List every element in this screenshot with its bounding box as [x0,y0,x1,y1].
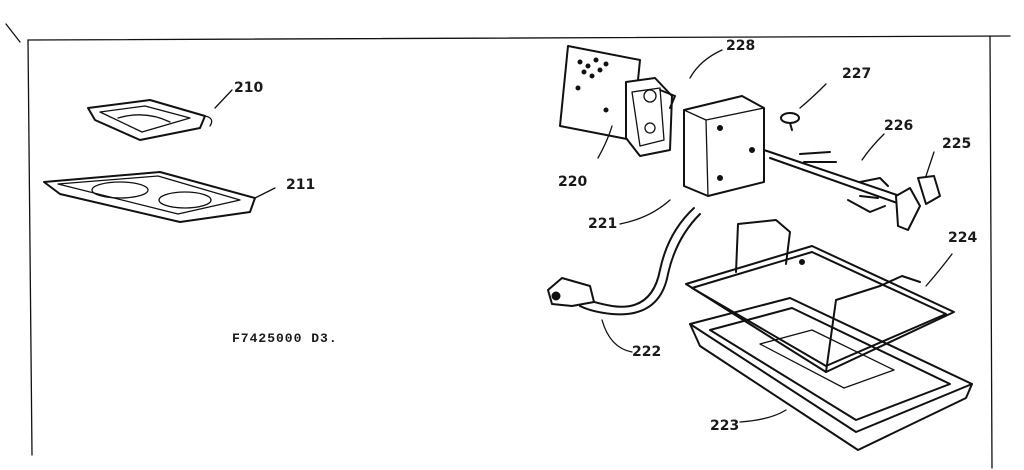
part-226-spit [763,149,901,213]
part-223-pan [689,297,973,451]
label-220: 220 [558,174,587,190]
label-210: 210 [234,80,263,96]
model-code: F7425000 D3. [232,331,338,346]
label-225: 225 [942,136,971,152]
part-228-mount [625,77,676,157]
part-225-handle [895,175,941,231]
label-221: 221 [588,216,617,232]
leader-lines [597,49,953,423]
part-211-grate [43,171,276,223]
label-222: 222 [632,344,661,360]
part-224-rack [685,219,955,373]
part-210-grate [87,89,233,141]
label-228: 228 [726,38,755,54]
label-211: 211 [286,177,315,193]
part-220-bracket [559,45,641,141]
label-227: 227 [842,66,871,82]
label-226: 226 [884,118,913,134]
label-224: 224 [948,230,977,246]
label-223: 223 [710,418,739,434]
frame [5,23,1011,469]
part-221-motor [683,95,765,197]
part-222-cord [547,207,701,316]
part-227-screw [780,112,800,131]
